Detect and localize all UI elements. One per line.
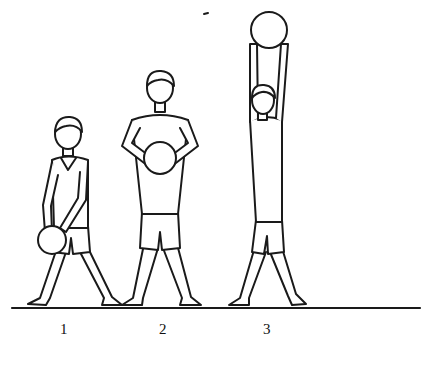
figure-one [28, 117, 122, 305]
figure-number: 2 [159, 322, 167, 337]
figure-three [229, 12, 306, 305]
ground-line [12, 307, 420, 309]
stray-mark [204, 13, 208, 14]
figure-number: 3 [263, 322, 271, 337]
figure-two [122, 71, 201, 305]
figure-number: 1 [60, 322, 68, 337]
